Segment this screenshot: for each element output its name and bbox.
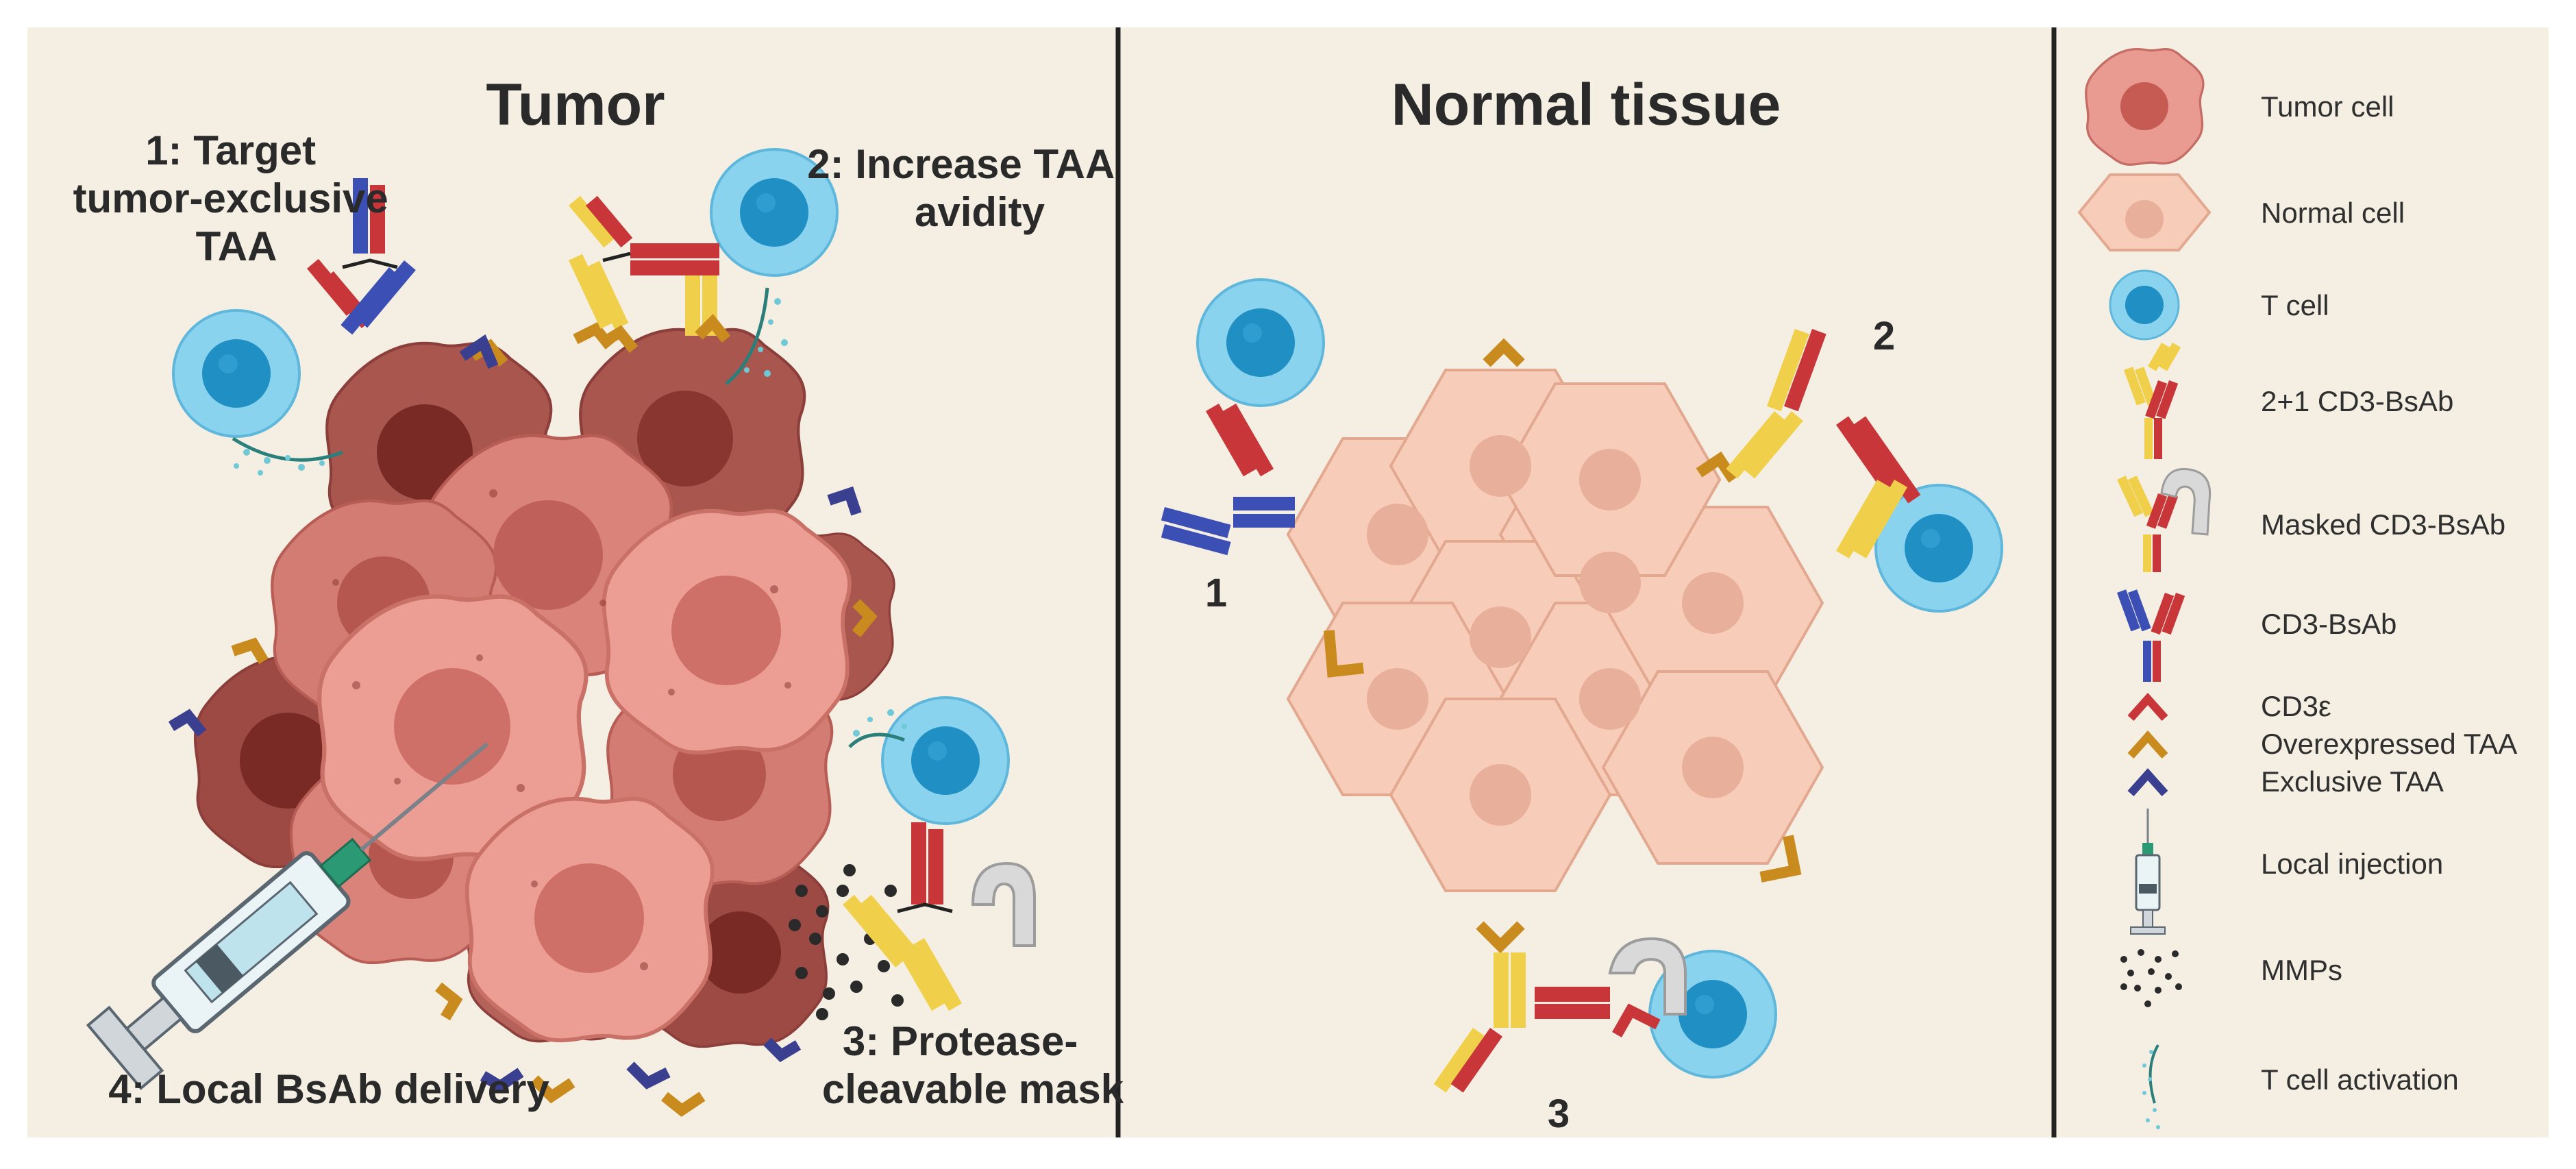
tumor-title: Tumor <box>486 72 665 138</box>
legend-overexpressed-taa-icon <box>2127 730 2168 759</box>
legend-label-5: CD3-BsAb <box>2261 608 2397 640</box>
tumor-panel: Tumor <box>73 72 1125 1117</box>
normal-antibody-3 <box>1433 937 1687 1093</box>
normal-marker-2: 2 <box>1873 314 1895 358</box>
legend-syringe-icon <box>2130 809 2166 935</box>
activation-dots-2 <box>744 298 788 377</box>
legend-label-10: MMPs <box>2261 954 2342 986</box>
legend-t-cell-icon <box>2109 269 2180 341</box>
legend-normal-cell-icon <box>2077 173 2212 251</box>
tumor-mass <box>193 330 895 1048</box>
normal-marker-1: 1 <box>1205 571 1227 615</box>
legend-21-bsab-icon <box>2124 342 2181 459</box>
legend-activation-icon <box>2142 1044 2160 1129</box>
strategy4-label: 4: Local BsAb delivery <box>108 1066 549 1112</box>
legend-label-11: T cell activation <box>2261 1063 2459 1096</box>
strategy1-label: 1: Target tumor-exclusive TAA <box>73 127 400 269</box>
normal-title: Normal tissue <box>1391 72 1781 138</box>
normal-antibody-2 <box>1726 329 1921 558</box>
strategy3-label: 3: Protease- cleavable mask <box>822 1018 1124 1112</box>
normal-taa-receptors <box>1324 338 1802 954</box>
legend-label-6: CD3ε <box>2261 690 2331 722</box>
activation-arrow-3 <box>848 733 905 748</box>
legend-masked-bsab-icon <box>2117 467 2212 572</box>
legend-label-7: Overexpressed TAA <box>2261 728 2517 760</box>
legend-label-0: Tumor cell <box>2261 90 2394 123</box>
legend-label-8: Exclusive TAA <box>2261 765 2444 798</box>
syringe-icon <box>86 742 489 1090</box>
strategy2-antibody <box>568 195 731 353</box>
strategy3-antibody <box>843 822 1036 1011</box>
legend-label-2: T cell <box>2261 289 2329 321</box>
legend-exclusive-taa-icon <box>2127 767 2168 796</box>
tumor-t-cell-3 <box>881 696 1010 825</box>
mmp-dots-tumor <box>789 864 904 1020</box>
normal-marker-3: 3 <box>1548 1092 1570 1136</box>
normal-panel: Normal tissue <box>1161 72 2003 1136</box>
legend-tumor-cell-icon <box>2085 47 2205 166</box>
normal-cell-nuclei <box>1367 435 1744 826</box>
legend-cd3e-icon <box>2127 692 2168 721</box>
normal-t-cell-1 <box>1196 278 1325 407</box>
legend-cd3-bsab-icon <box>2116 589 2185 682</box>
activation-dots-3 <box>853 709 907 737</box>
legend-label-9: Local injection <box>2261 848 2443 880</box>
activation-arrow-2 <box>725 287 769 385</box>
tumor-t-cell-1 <box>172 309 301 438</box>
normal-antibody-1 <box>1161 404 1295 556</box>
legend: Tumor cell Normal cell T cell 2+1 CD3-Bs… <box>2077 47 2517 1129</box>
legend-mmp-icon <box>2120 949 2182 1007</box>
activation-dots-1 <box>234 449 325 476</box>
strategy1-antibody <box>306 178 499 369</box>
legend-label-3: 2+1 CD3-BsAb <box>2261 385 2453 417</box>
legend-label-4: Masked CD3-BsAb <box>2261 508 2505 541</box>
strategy2-label: 2: Increase TAA avidity <box>807 141 1125 235</box>
legend-label-1: Normal cell <box>2261 197 2405 229</box>
